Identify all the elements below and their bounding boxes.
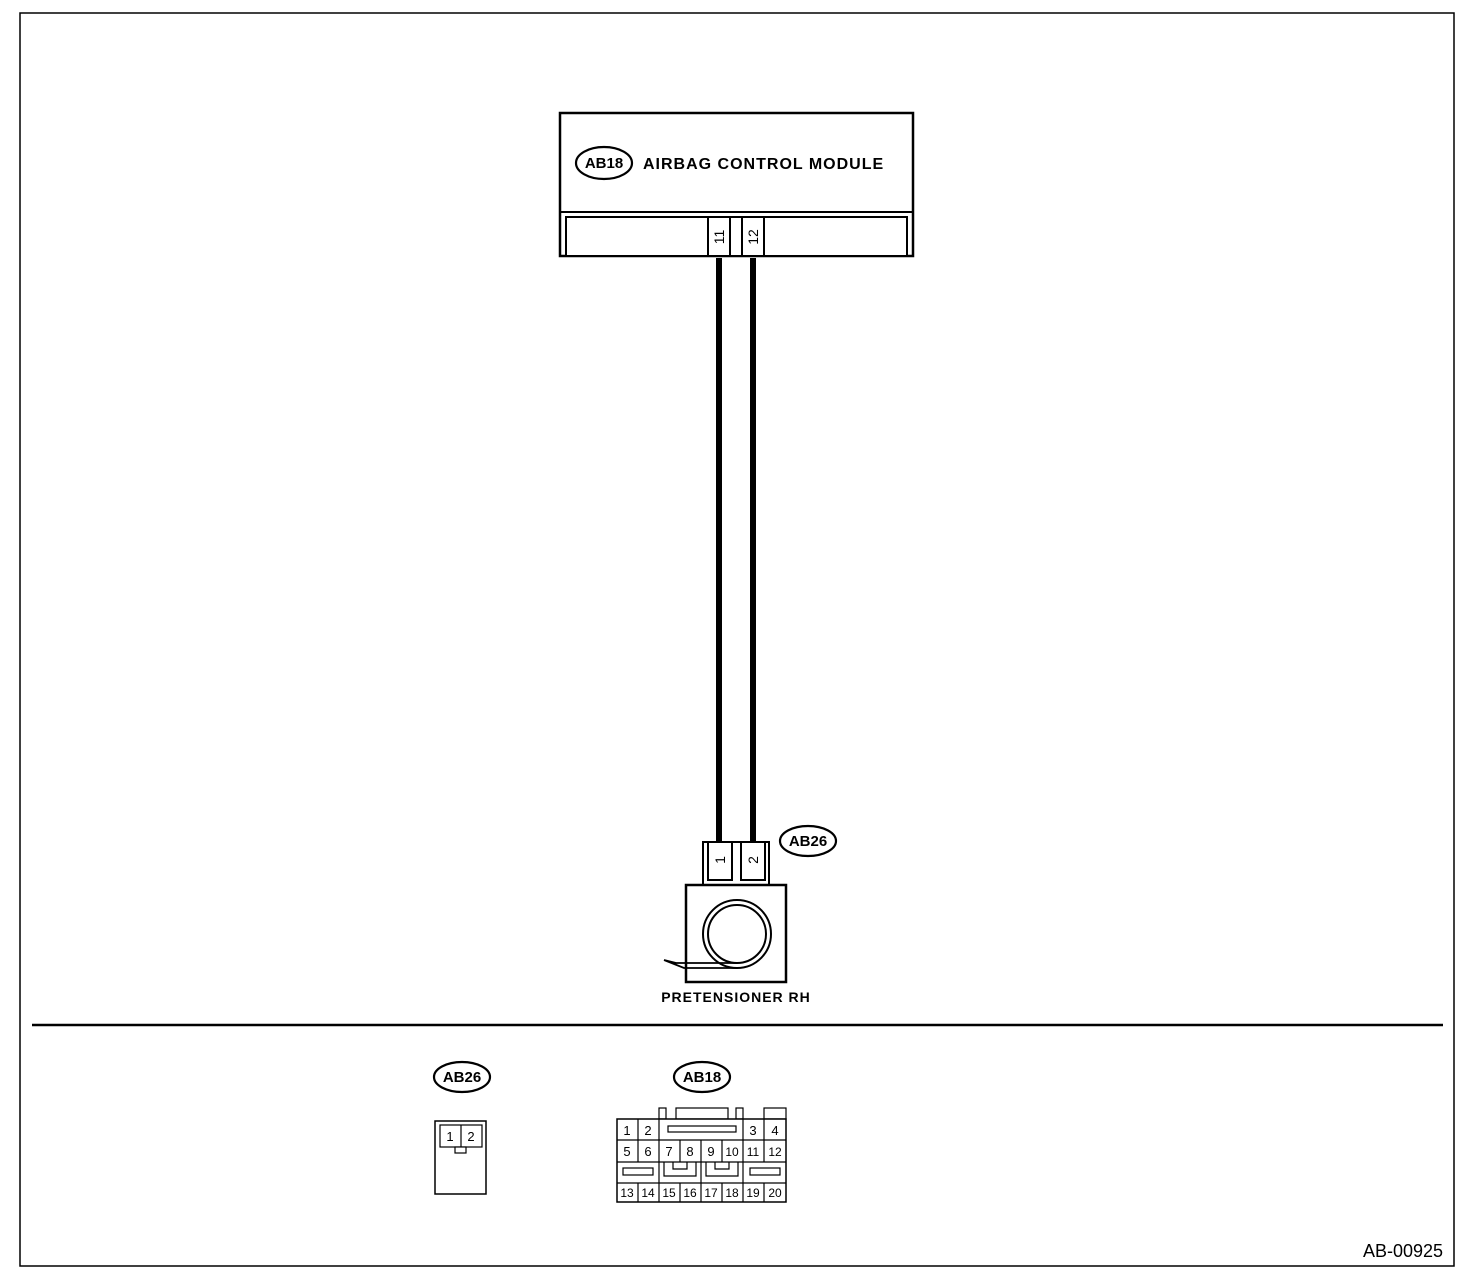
legend-ab18-pin: 18 [725,1186,739,1200]
legend-ab18-r1-blank-slot [667,1125,737,1133]
pretensioner-label: PRETENSIONER RH [661,989,811,1005]
legend-ab18-top-tab-left [658,1107,667,1120]
legend-ab18-r3-latch-1 [663,1162,697,1177]
legend-ab26-tag-ellipse [432,1060,492,1094]
module-pin-12-box [741,216,765,257]
legend-ab18-pin: 17 [704,1186,718,1200]
legend-ab18-r3-slot-right [749,1167,781,1176]
pretensioner-pin-1-box [707,841,733,881]
module-tag-ellipse [574,145,634,181]
reference-code: AB-00925 [1363,1241,1443,1261]
legend-ab18-pin: 11 [747,1145,760,1159]
airbag-control-module: AB18 AIRBAG CONTROL MODULE 11 12 [558,111,915,258]
module-label: AIRBAG CONTROL MODULE [643,156,884,173]
legend-ab26: AB26 1 2 [432,1060,492,1195]
legend-ab18-tag: AB18 [683,1069,721,1086]
legend-ab18-column-dividers [637,1140,765,1202]
legend-ab18-top-tab-center [675,1107,729,1120]
legend-ab18-pin: 1 [623,1123,630,1138]
legend-ab26-tag: AB26 [443,1069,481,1086]
module-tag: AB18 [585,155,623,172]
pretensioner-rh: 1 2 AB26 PRETENSIONER RH [661,824,838,1005]
module-pin-12: 12 [745,229,761,245]
legend-ab26-pin-2: 2 [467,1129,474,1144]
legend-ab18-pin: 19 [746,1186,760,1200]
legend-ab18-top-tab-right-small [735,1107,744,1120]
legend-ab18-pin: 12 [768,1145,782,1159]
legend-ab26-pin-1: 1 [446,1129,453,1144]
module-pin-11: 11 [711,230,727,245]
legend-ab18-pin: 4 [771,1123,778,1138]
module-pin-11-box [707,216,731,257]
pretensioner-tag: AB26 [789,833,827,850]
legend-ab18-pin: 20 [768,1186,782,1200]
pretensioner-pin-2: 2 [745,856,761,864]
legend-ab18-pin: 9 [707,1144,714,1159]
legend-ab18-pin: 10 [725,1145,739,1159]
legend-ab26-latch [454,1146,467,1154]
legend-ab18-pin: 5 [623,1144,630,1159]
legend-ab18-pin: 15 [662,1186,676,1200]
legend-ab18-pin: 3 [749,1123,756,1138]
legend-ab18-pin-numbers: 1 2 3 4 5 6 7 8 9 10 11 12 13 14 15 16 1… [620,1123,782,1200]
pretensioner-pin-2-box [740,841,766,881]
legend-ab18-pin: 13 [620,1186,634,1200]
legend-ab18-pin: 2 [644,1123,651,1138]
pretensioner-tag-ellipse [778,824,838,858]
pretensioner-pin-1: 1 [712,856,728,864]
legend-ab18: AB18 [616,1060,787,1203]
legend-ab18-pin: 16 [683,1186,697,1200]
diagram-frame [19,12,1455,1267]
legend-ab18-tag-ellipse [672,1060,732,1094]
pretensioner-belt-strap [663,959,737,969]
legend-ab18-pin: 14 [641,1186,655,1200]
legend-ab18-top-tab-right [763,1107,787,1120]
legend-ab18-pin: 8 [686,1144,693,1159]
legend-ab18-pin: 7 [665,1144,672,1159]
legend-ab18-r3-latch-2 [705,1162,739,1177]
legend-ab18-pin: 6 [644,1144,651,1159]
legend-ab18-r3-slot-left [622,1167,654,1176]
module-connector-strip [565,216,908,257]
pretensioner-body [684,883,788,984]
